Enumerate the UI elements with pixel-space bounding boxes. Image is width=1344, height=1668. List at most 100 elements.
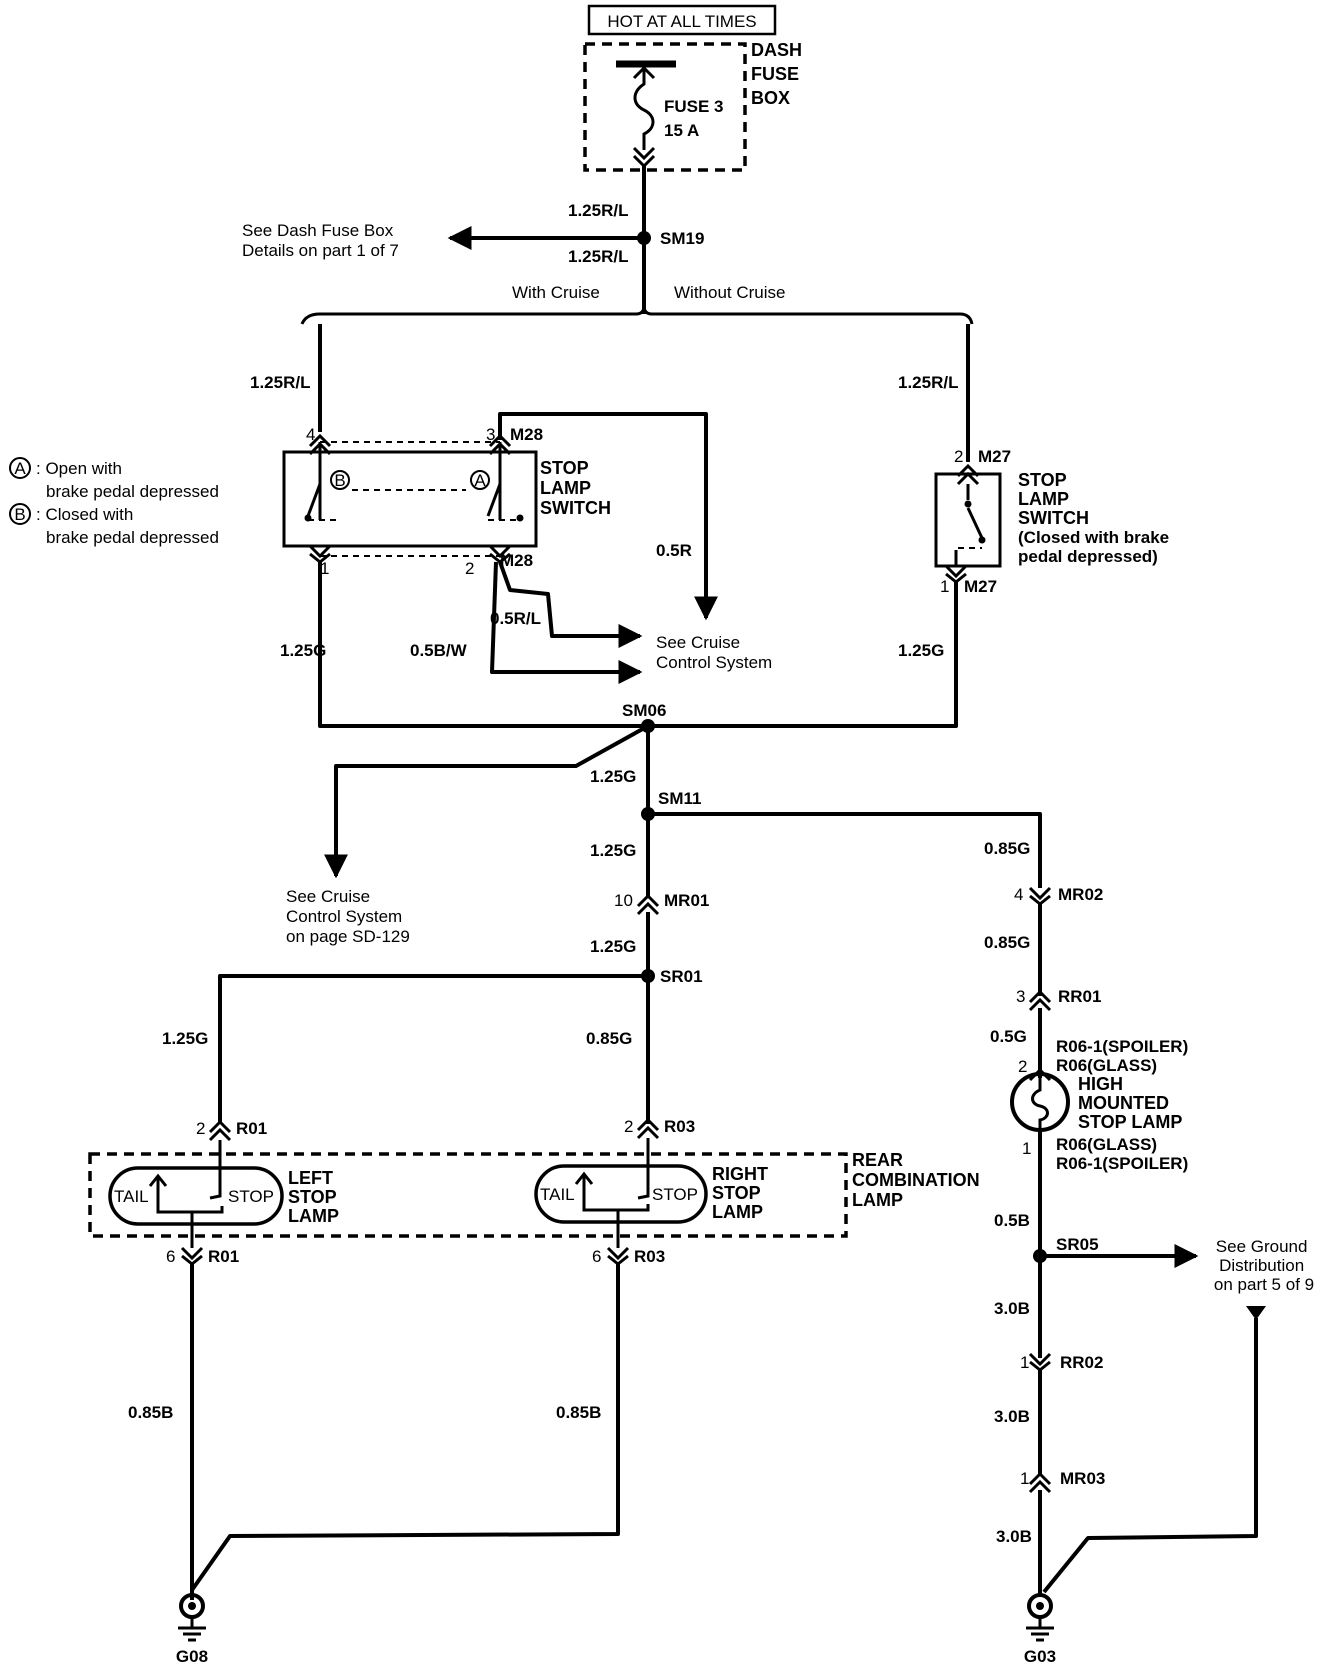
connector-r03-bottom: R03 <box>634 1247 665 1266</box>
switch-housing <box>282 450 538 548</box>
switch-a-marker: A <box>474 471 486 490</box>
splice-sr05-label: SR05 <box>1056 1235 1099 1254</box>
wire-label: 0.5B/W <box>410 641 468 660</box>
wire-label: 0.85B <box>128 1403 173 1422</box>
connector-m28-bottom: M28 <box>500 551 533 570</box>
connector-r06-bottom-pin: 1 <box>1022 1139 1031 1158</box>
connector-mr01: MR01 <box>664 891 709 910</box>
rear-combination-label: REAR COMBINATION LAMP <box>852 1150 985 1210</box>
fuse-bottom-chevron <box>632 146 656 169</box>
legend-b-letter: B <box>14 505 25 524</box>
connector-r06-top: R06-1(SPOILER) R06(GLASS) <box>1056 1037 1193 1075</box>
ground-g03-label: G03 <box>1024 1647 1056 1666</box>
wire-label: 1.25R/L <box>250 373 310 392</box>
dash-fuse-note: See Dash Fuse Box Details on part 1 of 7 <box>242 221 399 260</box>
ground-note: See Ground Distribution on part 5 of 9 <box>1214 1237 1314 1294</box>
switch-nocruise-name: STOP LAMP SWITCH (Closed with brake peda… <box>1018 470 1174 566</box>
pin-label: 1 <box>320 559 329 578</box>
stop-lamp-switch-nocruise: 1.25R/L 2 M27 1 M27 STOP LAMP SWITCH (Cl… <box>898 324 1174 596</box>
wire-label: 0.85B <box>556 1403 601 1422</box>
pin-label: 2 <box>465 559 474 578</box>
wire-label: 1.25G <box>162 1029 208 1048</box>
connector-rr01-pin: 3 <box>1016 987 1025 1006</box>
switch-cruise-name: STOP LAMP SWITCH <box>540 458 611 518</box>
ground-g08-icon <box>178 1593 206 1642</box>
with-cruise-label: With Cruise <box>512 283 600 302</box>
wire-label: 3.0B <box>994 1407 1030 1426</box>
connector-rr02: RR02 <box>1060 1353 1103 1372</box>
connector-r03-bottom-pin: 6 <box>592 1247 601 1266</box>
switch-housing <box>934 472 1002 568</box>
stop-lamp-switch-cruise: 1.25R/L 4 3 M28 B A 1 2 M28 STOP LAMP SW… <box>250 324 611 578</box>
connector-mr02: MR02 <box>1058 885 1103 904</box>
left-tail-label: TAIL <box>114 1187 149 1206</box>
cruise-note-1: See Cruise Control System <box>656 633 772 672</box>
power-source: HOT AT ALL TIMES DASH FUSE BOX FUSE 3 15… <box>583 4 807 172</box>
wire-label: 0.85G <box>984 839 1030 858</box>
connector-r01-bottom-pin: 6 <box>166 1247 175 1266</box>
without-cruise-label: Without Cruise <box>674 283 785 302</box>
connector-mr03: MR03 <box>1060 1469 1105 1488</box>
wire-label: 1.25G <box>280 641 326 660</box>
ground-g03-icon <box>1026 1593 1054 1642</box>
right-tail-label: TAIL <box>540 1185 575 1204</box>
wire-label: 1.25G <box>590 767 636 786</box>
fuse-symbol-icon <box>633 64 655 150</box>
wire-label: 1.25G <box>590 937 636 956</box>
wire-label: 0.5R/L <box>490 609 541 628</box>
connector-r01-top: R01 <box>236 1119 267 1138</box>
connector-r03-top-pin: 2 <box>624 1117 633 1136</box>
connector-mr01-pin: 10 <box>614 891 633 910</box>
legend-b-text: : Closed with brake pedal depressed <box>36 505 219 547</box>
right-lamp-name: RIGHT STOP LAMP <box>712 1164 773 1222</box>
rear-combination-outline <box>88 1152 848 1238</box>
connector-mr02-pin: 4 <box>1014 885 1023 904</box>
wire-label: 1.25G <box>898 641 944 660</box>
connector-mr03-pin: 1 <box>1020 1469 1029 1488</box>
connector-m27-bottom: M27 <box>964 577 997 596</box>
right-stop-label: STOP <box>652 1185 698 1204</box>
pin-label: 2 <box>954 447 963 466</box>
dash-fuse-box-outline <box>583 42 747 172</box>
hmsl-label: HIGH MOUNTED STOP LAMP <box>1078 1074 1182 1132</box>
fuse-label: FUSE 3 15 A <box>664 97 728 140</box>
wire-label: 0.5R <box>656 541 692 560</box>
connector-r06-bottom: R06(GLASS) R06-1(SPOILER) <box>1056 1135 1188 1173</box>
fuse-top-chevron <box>632 65 656 80</box>
switch-b-marker: B <box>334 471 345 490</box>
wire-label: 0.5B <box>994 1211 1030 1230</box>
wire-label: 3.0B <box>996 1527 1032 1546</box>
legend-a-text: : Open with brake pedal depressed <box>36 459 219 501</box>
wire-label: 1.25G <box>590 841 636 860</box>
connector-r03-top: R03 <box>664 1117 695 1136</box>
high-mounted-stop-lamp <box>1010 1072 1070 1132</box>
left-lamp-name: LEFT STOP LAMP <box>288 1168 341 1226</box>
connector-r01-top-pin: 2 <box>196 1119 205 1138</box>
branch-bracket <box>300 305 974 325</box>
pin-label: 3 <box>486 425 495 444</box>
connector-rr02-pin: 1 <box>1020 1353 1029 1372</box>
wire-label: 1.25R/L <box>898 373 958 392</box>
dash-fuse-box-label: DASH FUSE BOX <box>751 40 807 108</box>
wire-label: 0.5G <box>990 1027 1027 1046</box>
connector-r01-bottom: R01 <box>208 1247 239 1266</box>
left-stop-lamp: TAIL STOP LEFT STOP LAMP <box>108 1140 341 1248</box>
cruise-note-2: See Cruise Control System on page SD-129 <box>286 887 410 946</box>
wire-label: 0.85G <box>586 1029 632 1048</box>
connector-m27-top: M27 <box>978 447 1011 466</box>
connector-m28-top: M28 <box>510 425 543 444</box>
legend: A : Open with brake pedal depressed B : … <box>9 457 219 547</box>
right-stop-lamp: TAIL STOP RIGHT STOP LAMP <box>534 1138 773 1248</box>
connector-r06-top-pin: 2 <box>1018 1057 1027 1076</box>
splice-sm19-label: SM19 <box>660 229 704 248</box>
hot-at-all-times-label: HOT AT ALL TIMES <box>607 12 756 31</box>
hot-at-all-times-box <box>587 4 777 36</box>
connector-rr01: RR01 <box>1058 987 1101 1006</box>
left-stop-label: STOP <box>228 1187 274 1206</box>
legend-a-letter: A <box>14 459 26 478</box>
splice-sm06-label: SM06 <box>622 701 666 720</box>
wire-label: 1.25R/L <box>568 201 628 220</box>
ground-distribution-arrow-icon <box>1246 1306 1266 1320</box>
pin-label: 1 <box>940 577 949 596</box>
